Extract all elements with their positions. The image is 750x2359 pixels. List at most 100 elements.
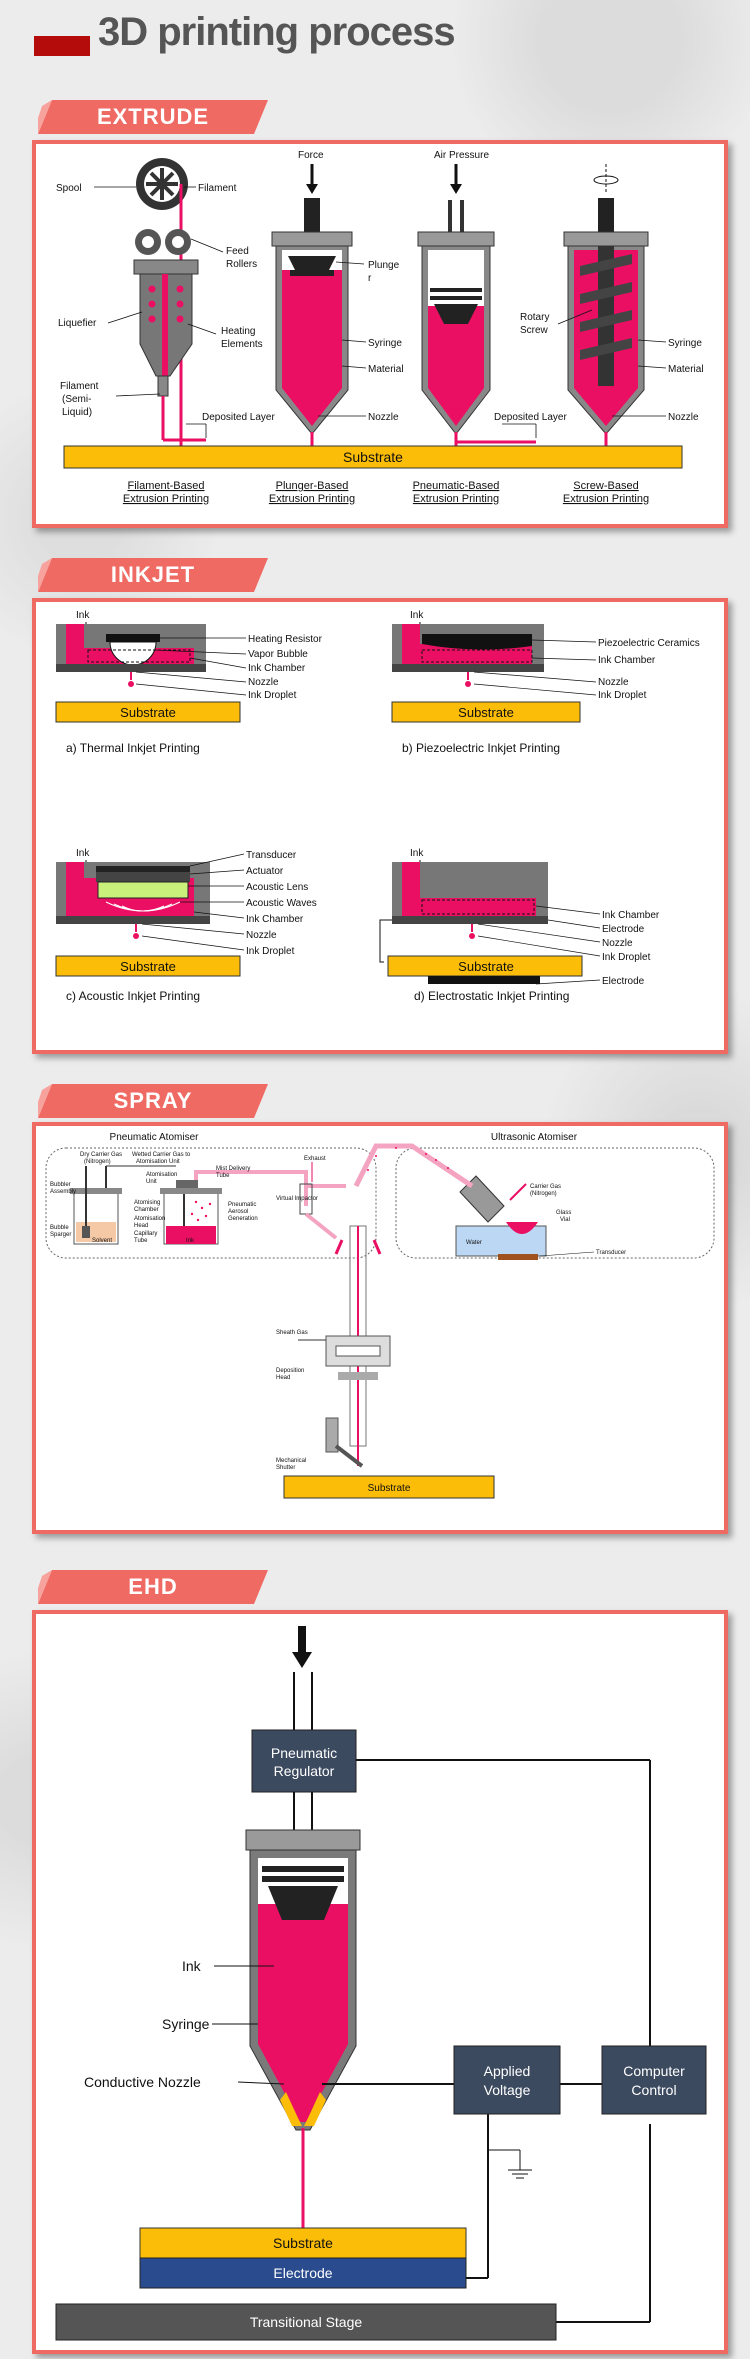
svg-text:Heating Resistor: Heating Resistor: [248, 634, 323, 645]
spray-panel: Pneumatic Atomiser Ultrasonic Atomiser D…: [32, 1122, 728, 1534]
applied-voltage-box: [453, 2045, 561, 2115]
svg-text:Syringe: Syringe: [668, 338, 702, 349]
svg-text:Sheath Gas: Sheath Gas: [276, 1330, 308, 1336]
svg-text:Piezoelectric Ceramics: Piezoelectric Ceramics: [598, 638, 700, 649]
svg-text:Computer: Computer: [623, 2063, 685, 2079]
svg-text:Transducer: Transducer: [596, 1250, 626, 1256]
svg-text:Ink Chamber: Ink Chamber: [598, 655, 656, 666]
svg-text:a) Thermal Inkjet Printing: a) Thermal Inkjet Printing: [66, 741, 200, 755]
svg-text:Atomisation: Atomisation: [134, 1216, 165, 1222]
svg-text:Ink: Ink: [410, 848, 424, 859]
svg-text:Pneumatic: Pneumatic: [271, 1745, 337, 1761]
svg-text:Transitional Stage: Transitional Stage: [250, 2314, 363, 2330]
svg-text:Extrusion Printing: Extrusion Printing: [413, 493, 499, 505]
svg-text:Head: Head: [134, 1223, 148, 1229]
svg-text:Material: Material: [368, 364, 404, 375]
svg-text:Conductive Nozzle: Conductive Nozzle: [84, 2074, 201, 2090]
svg-text:Glass: Glass: [556, 1210, 571, 1216]
svg-text:Substrate: Substrate: [458, 705, 514, 720]
svg-text:Substrate: Substrate: [120, 705, 176, 720]
svg-text:Plunge: Plunge: [368, 260, 400, 271]
svg-text:b) Piezoelectric Inkjet Print: b) Piezoelectric Inkjet Printing: [402, 741, 560, 755]
svg-text:Vapor Bubble: Vapor Bubble: [248, 649, 308, 660]
svg-text:Unit: Unit: [146, 1179, 157, 1185]
extrude-substrate: [63, 445, 683, 469]
svg-text:Exhaust: Exhaust: [304, 1156, 326, 1162]
svg-text:Ink Droplet: Ink Droplet: [246, 946, 295, 957]
svg-text:Substrate: Substrate: [368, 1483, 411, 1494]
svg-text:Wetted Carrier Gas to: Wetted Carrier Gas to: [132, 1152, 191, 1158]
svg-text:Ink: Ink: [76, 848, 90, 859]
svg-text:Filament: Filament: [198, 183, 237, 194]
svg-text:Head: Head: [276, 1375, 290, 1381]
svg-text:Rotary: Rotary: [520, 312, 549, 323]
svg-text:Dry Carrier Gas: Dry Carrier Gas: [80, 1152, 122, 1158]
svg-text:Spool: Spool: [56, 183, 82, 194]
inkjet-panel: Ink Heating Resistor Vapor Bubble Ink Ch…: [32, 598, 728, 1054]
svg-text:Screw: Screw: [520, 325, 549, 336]
ehd-substrate: [139, 2227, 467, 2259]
svg-text:Ink Chamber: Ink Chamber: [248, 663, 306, 674]
svg-text:Deposited Layer: Deposited Layer: [202, 412, 275, 423]
svg-text:Electrode: Electrode: [602, 924, 645, 935]
svg-text:Ultrasonic Atomiser: Ultrasonic Atomiser: [491, 1132, 578, 1143]
ehd-diagram: Pneumatic Regulator Ink Syringe Conducti…: [55, 1626, 707, 2341]
svg-text:Virtual Impactor: Virtual Impactor: [276, 1196, 318, 1202]
svg-text:Syringe: Syringe: [162, 2016, 210, 2032]
pneumatic-regulator-box: [251, 1729, 357, 1793]
svg-text:Chamber: Chamber: [134, 1207, 159, 1213]
computer-control-box: [601, 2045, 707, 2115]
extrude-panel: Spool Filament Feed Rollers Liquefier He…: [32, 140, 728, 528]
svg-text:Nozzle: Nozzle: [248, 677, 279, 688]
svg-text:Nozzle: Nozzle: [668, 412, 699, 423]
svg-text:Generation: Generation: [228, 1216, 258, 1222]
svg-text:Transducer: Transducer: [246, 850, 297, 861]
svg-text:Voltage: Voltage: [484, 2082, 531, 2098]
svg-text:Material: Material: [668, 364, 704, 375]
svg-text:Atomising: Atomising: [134, 1200, 160, 1206]
svg-text:Ink: Ink: [76, 610, 90, 621]
svg-text:Assembly: Assembly: [50, 1189, 76, 1195]
svg-text:Pneumatic: Pneumatic: [228, 1202, 256, 1208]
ehd-stage: [55, 2303, 557, 2341]
svg-text:Nozzle: Nozzle: [368, 412, 399, 423]
svg-text:Screw-Based: Screw-Based: [573, 480, 638, 492]
svg-text:Ink: Ink: [186, 1238, 195, 1244]
svg-text:Substrate: Substrate: [343, 449, 403, 465]
svg-text:Atomisation Unit: Atomisation Unit: [136, 1159, 180, 1165]
svg-text:Syringe: Syringe: [368, 338, 402, 349]
ehd-electrode: [139, 2257, 467, 2289]
svg-text:Ink: Ink: [410, 610, 424, 621]
svg-text:Tube: Tube: [134, 1238, 148, 1244]
svg-text:Plunger-Based: Plunger-Based: [276, 480, 349, 492]
svg-text:Liquid): Liquid): [62, 407, 92, 418]
svg-text:Pneumatic Atomiser: Pneumatic Atomiser: [110, 1132, 200, 1143]
svg-text:Substrate: Substrate: [273, 2235, 333, 2251]
svg-text:Actuator: Actuator: [246, 866, 284, 877]
extrude-diagram: Spool Filament Feed Rollers Liquefier He…: [56, 150, 704, 505]
svg-text:Nozzle: Nozzle: [598, 677, 629, 688]
svg-text:Mechanical: Mechanical: [276, 1458, 306, 1464]
svg-text:Ink Droplet: Ink Droplet: [598, 690, 647, 701]
svg-text:Water: Water: [466, 1240, 482, 1246]
svg-text:Atomisation: Atomisation: [146, 1172, 177, 1178]
svg-text:Extrusion Printing: Extrusion Printing: [269, 493, 355, 505]
section-label-extrude: EXTRUDE: [38, 100, 268, 134]
svg-text:Sparger: Sparger: [50, 1232, 71, 1238]
svg-text:Solvent: Solvent: [92, 1238, 112, 1244]
svg-text:Mist Delivery: Mist Delivery: [216, 1166, 250, 1172]
svg-text:Extrusion Printing: Extrusion Printing: [563, 493, 649, 505]
svg-text:Deposited Layer: Deposited Layer: [494, 412, 567, 423]
svg-text:Vial: Vial: [560, 1217, 570, 1223]
svg-text:Ink Chamber: Ink Chamber: [246, 914, 304, 925]
svg-text:Electrode: Electrode: [602, 976, 645, 987]
svg-text:Feed: Feed: [226, 246, 249, 257]
svg-text:Heating: Heating: [221, 326, 255, 337]
section-label-inkjet: INKJET: [38, 558, 268, 592]
svg-text:Applied: Applied: [484, 2063, 531, 2079]
svg-text:(Semi-: (Semi-: [62, 394, 91, 405]
svg-text:Control: Control: [631, 2082, 676, 2098]
svg-text:(Nitrogen): (Nitrogen): [530, 1191, 557, 1197]
svg-text:r: r: [368, 273, 372, 284]
inkjet-diagram: Ink Heating Resistor Vapor Bubble Ink Ch…: [55, 610, 700, 1003]
